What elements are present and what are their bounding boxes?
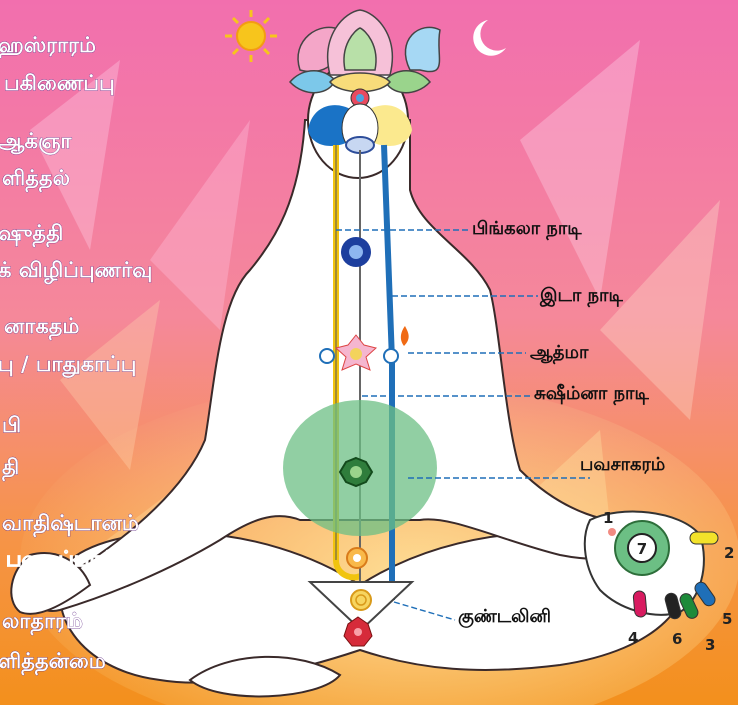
label-ida-nadi: இடா நாடி (539, 285, 623, 308)
right-heart-node (384, 349, 398, 363)
finger-number-4: 4 (628, 629, 638, 647)
label-sahasraram: ஹஸ்ராரம் (0, 33, 96, 59)
label-atma: ஆத்மா (530, 342, 589, 365)
label-nabhi: பி (2, 413, 21, 437)
finger-2-tip (690, 532, 718, 544)
left-heart-node (320, 349, 334, 363)
label-vizhippunarvu: க் விழிப்புணர்வு (0, 258, 152, 285)
label-sushumna-nadi: சுஷீம்னா நாடி (534, 383, 649, 406)
finger-number-3: 3 (705, 636, 715, 654)
sahasrara-center (356, 94, 364, 102)
label-pingala-nadi: பிங்கலா நாடி (472, 218, 582, 241)
label-paathukaappu: பு / பாதுகாப்பு (0, 352, 136, 378)
label-thelithanmai: ளித்தன்மை (0, 649, 106, 676)
label-thelivu: ளித்தல் (2, 166, 70, 193)
finger-1-dot (608, 528, 616, 536)
label-vishuddhi: ஷுத்தி (0, 221, 63, 248)
label-agnya: ஆக்ஞா (0, 129, 73, 155)
label-bhavasagaram: பவசாகரம் (580, 454, 665, 475)
kundalini-spiral-icon (351, 590, 371, 610)
label-nabhi-sub: தி (2, 455, 19, 482)
label-mooladharam: லாதாரம் (2, 609, 83, 636)
palm-number: 7 (637, 540, 647, 558)
finger-number-2: 2 (724, 544, 734, 562)
label-kundalini: குண்டலினி (458, 606, 551, 628)
swadhishtana-chakra (347, 548, 367, 568)
label-inaippu: பகிணைப்பு (4, 71, 115, 95)
vishuddhi-chakra (341, 237, 371, 267)
nabhi-chakra (340, 458, 372, 486)
finger-number-1: 1 (603, 509, 613, 527)
label-swadhishtanam: வாதிஷ்டானம் (2, 511, 139, 538)
finger-4-tip (633, 591, 647, 618)
label-anahatham: னாகதம் (4, 314, 79, 341)
finger-number-5: 5 (722, 610, 732, 628)
finger-number-6: 6 (672, 630, 682, 648)
label-swadhishtanam-sub: படைப்பாற்றல் (6, 547, 146, 571)
